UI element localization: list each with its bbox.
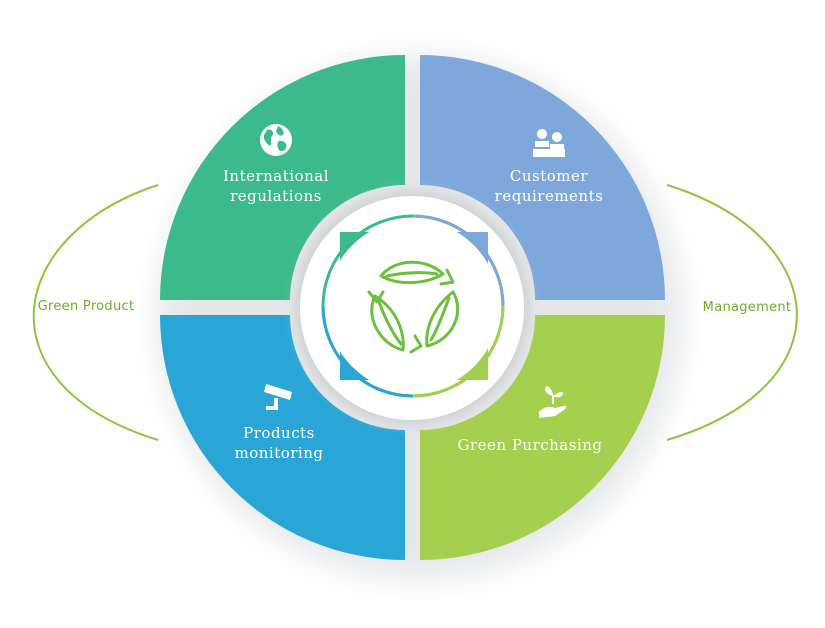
quadrant-shape	[420, 315, 665, 560]
quadrant-international-regulations: International regulations	[160, 55, 405, 300]
quadrant-customer-requirements: Customer requirements	[420, 55, 665, 300]
quadrant-label: Green Purchasing	[457, 436, 602, 454]
quadrant-green-purchasing: Green Purchasing	[420, 315, 665, 560]
cctv-camera-icon	[264, 384, 292, 410]
quadrant-shape	[420, 55, 665, 300]
center-disc	[327, 220, 499, 392]
quadrant-label: Customer	[510, 167, 588, 185]
hand-plant-icon	[539, 386, 566, 418]
quadrant-label: monitoring	[234, 444, 323, 462]
people-icon	[533, 129, 565, 157]
globe-icon	[260, 124, 292, 156]
right-side-arc	[666, 184, 798, 441]
quadrant-products-monitoring: Products monitoring	[160, 315, 405, 560]
center-emblem	[321, 214, 505, 398]
quadrant-label: regulations	[230, 187, 322, 205]
quadrant-shape	[160, 55, 405, 300]
quadrant-label: Products	[243, 424, 315, 442]
quadrant-label: International	[223, 167, 329, 185]
recycle-leaves-icon	[367, 260, 460, 354]
left-side-arc	[32, 184, 159, 441]
quadrant-shape	[160, 315, 405, 560]
right-side-label: Management	[703, 300, 792, 315]
quadrant-label: requirements	[495, 187, 604, 205]
left-side-label: Green Product	[38, 299, 135, 314]
